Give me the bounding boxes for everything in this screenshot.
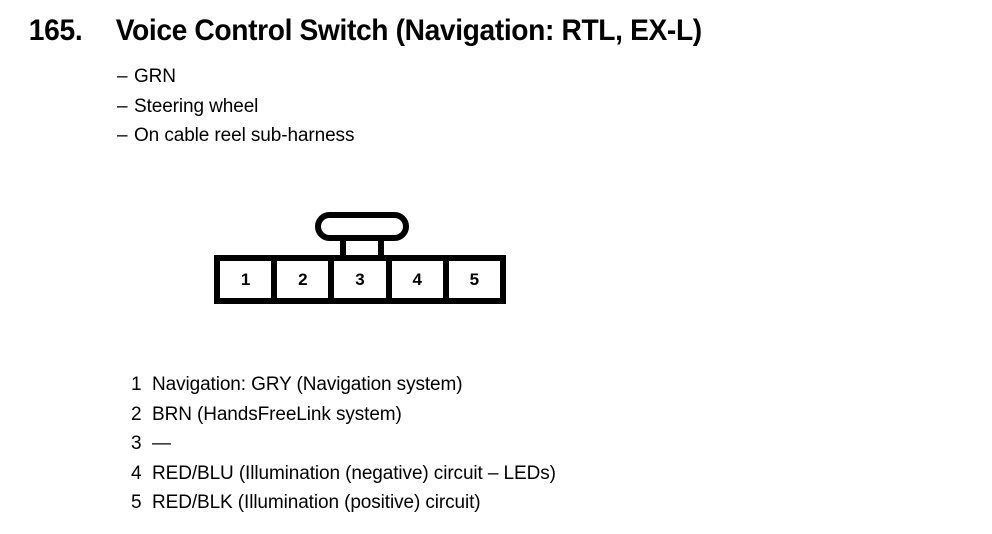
pin-legend-label: RED/BLU (Illumination (negative) circuit… <box>152 462 556 484</box>
note-dash-icon: – <box>117 66 128 87</box>
page-title-text: Voice Control Switch (Navigation: RTL, E… <box>115 14 703 47</box>
pin-legend-number: 5 <box>131 492 142 514</box>
connector-pin-cell: 4 <box>391 261 443 298</box>
note-dash-icon: – <box>117 125 128 146</box>
note-dash-icon: – <box>117 95 128 117</box>
pin-legend-number: 4 <box>131 462 142 484</box>
pin-legend-row: 4 RED/BLU (Illumination (negative) circu… <box>131 459 556 489</box>
pin-legend-list: 1 Navigation: GRY (Navigation system) 2 … <box>131 370 556 518</box>
connector-diagram: 1 2 3 4 5 <box>214 212 506 304</box>
note-item: – GRN <box>117 62 354 92</box>
connector-latch-leg-right <box>378 236 384 258</box>
pin-legend-number: 1 <box>131 374 142 395</box>
pin-legend-row: 3 — <box>131 429 556 459</box>
pin-legend-number: 2 <box>131 403 142 425</box>
connector-latch-leg-left <box>340 236 346 258</box>
note-label: On cable reel sub-harness <box>134 125 355 146</box>
pin-legend-label: RED/BLK (Illumination (positive) circuit… <box>152 492 481 514</box>
connector-pin-cell: 1 <box>220 261 272 298</box>
note-label: GRN <box>134 66 176 87</box>
note-item: – On cable reel sub-harness <box>117 121 354 151</box>
connector-locking-tab-icon <box>315 212 409 241</box>
pin-legend-label: BRN (HandsFreeLink system) <box>152 403 402 425</box>
connector-pin-cell: 2 <box>277 261 329 298</box>
note-label: Steering wheel <box>134 95 259 117</box>
pin-legend-number: 3 <box>131 433 142 455</box>
note-item: – Steering wheel <box>117 92 354 122</box>
connector-pin-cell: 3 <box>334 261 386 298</box>
connector-body: 1 2 3 4 5 <box>214 255 506 304</box>
pin-legend-row: 1 Navigation: GRY (Navigation system) <box>131 370 556 400</box>
pin-legend-label: Navigation: GRY (Navigation system) <box>152 374 463 395</box>
pin-legend-row: 5 RED/BLK (Illumination (positive) circu… <box>131 488 556 518</box>
note-list: – GRN – Steering wheel – On cable reel s… <box>117 62 354 151</box>
page-title-number: 165. <box>28 14 83 47</box>
page-title: 165. Voice Control Switch (Navigation: R… <box>27 14 721 48</box>
connector-pin-cell: 5 <box>448 261 501 298</box>
pin-legend-row: 2 BRN (HandsFreeLink system) <box>131 400 556 430</box>
pin-legend-label: — <box>152 433 171 455</box>
